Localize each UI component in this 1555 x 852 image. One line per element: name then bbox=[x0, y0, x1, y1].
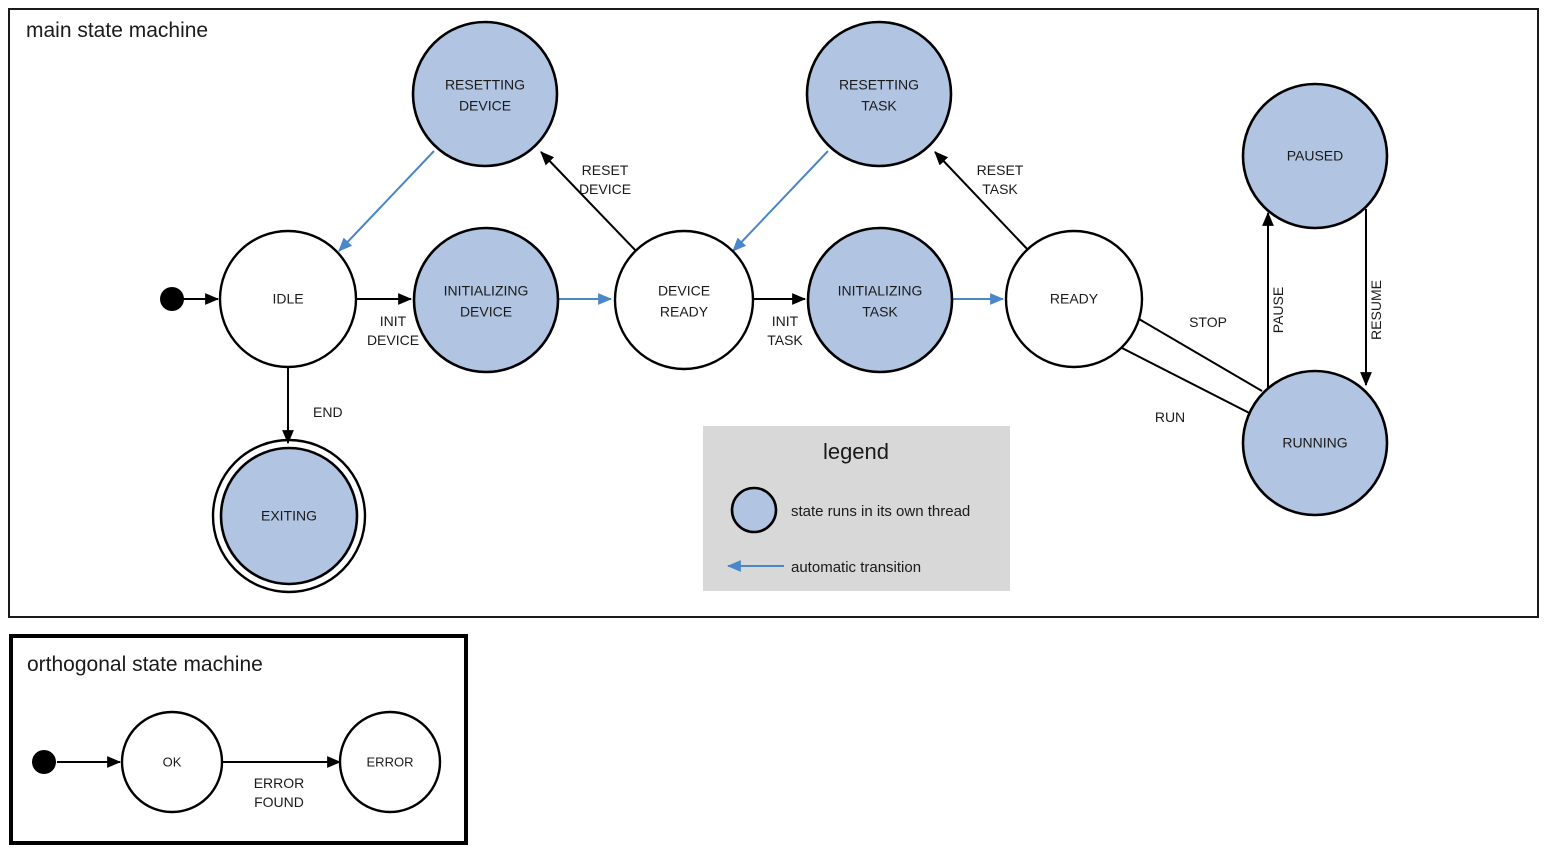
state-label-idle: IDLE bbox=[272, 291, 303, 307]
state-node-device-ready[interactable]: DEVICE READY bbox=[613, 229, 755, 371]
ortho-initial-pseudostate-dot bbox=[32, 750, 56, 774]
legend-auto-label: automatic transition bbox=[791, 559, 921, 576]
edge-idle-to-exiting: END bbox=[282, 368, 343, 445]
state-label-resetting-task-line2: TASK bbox=[861, 98, 897, 114]
edge-label-reset-device-line1: RESET bbox=[582, 162, 629, 178]
state-label-initializing-device-line1: INITIALIZING bbox=[444, 283, 529, 299]
initial-pseudostate-dot bbox=[160, 287, 184, 311]
legend-panel: legend state runs in its own thread auto… bbox=[703, 426, 1010, 591]
edge-device-ready-to-initializing-task: INIT TASK bbox=[753, 293, 807, 348]
edge-label-stop: STOP bbox=[1189, 314, 1227, 330]
state-node-initializing-device[interactable]: INITIALIZING DEVICE bbox=[412, 226, 560, 374]
state-label-error: ERROR bbox=[367, 754, 414, 769]
state-label-ok: OK bbox=[163, 754, 182, 769]
edge-running-to-ready: STOP bbox=[1126, 311, 1263, 392]
state-label-resetting-device-line1: RESETTING bbox=[445, 77, 525, 93]
edge-label-reset-task-line2: TASK bbox=[982, 181, 1018, 197]
state-label-exiting: EXITING bbox=[261, 508, 317, 524]
state-label-initializing-device-line2: DEVICE bbox=[460, 304, 512, 320]
state-node-resetting-task[interactable]: RESETTING TASK bbox=[805, 20, 953, 168]
legend-title: legend bbox=[823, 439, 889, 464]
main-state-machine-title: main state machine bbox=[26, 19, 208, 42]
edge-ready-to-resetting-task: RESET TASK bbox=[934, 151, 1031, 253]
edge-resetting-task-to-device-ready bbox=[732, 150, 829, 252]
state-node-running[interactable]: RUNNING bbox=[1241, 369, 1389, 517]
edge-ortho-ok-to-error: ERROR FOUND bbox=[221, 756, 342, 810]
edge-label-init-task-line2: TASK bbox=[767, 332, 803, 348]
orthogonal-state-machine-title: orthogonal state machine bbox=[27, 653, 263, 676]
state-node-exiting[interactable]: EXITING bbox=[211, 438, 367, 594]
state-node-resetting-device[interactable]: RESETTING DEVICE bbox=[411, 20, 559, 168]
state-node-paused[interactable]: PAUSED bbox=[1241, 82, 1389, 230]
edge-label-resume: RESUME bbox=[1368, 280, 1384, 340]
edge-label-pause: PAUSE bbox=[1270, 287, 1286, 333]
edge-resetting-device-to-idle bbox=[338, 150, 435, 252]
edge-label-run: RUN bbox=[1155, 409, 1185, 425]
state-node-ready[interactable]: READY bbox=[1004, 229, 1144, 369]
state-label-device-ready-line2: READY bbox=[660, 304, 709, 320]
state-label-paused: PAUSED bbox=[1287, 148, 1344, 164]
legend-thread-label: state runs in its own thread bbox=[791, 503, 970, 520]
state-node-error[interactable]: ERROR bbox=[338, 710, 442, 814]
state-label-device-ready-line1: DEVICE bbox=[658, 283, 710, 299]
edge-device-ready-to-resetting-device: RESET DEVICE bbox=[540, 151, 638, 253]
edge-label-error-found-line1: ERROR bbox=[254, 775, 305, 791]
state-label-ready: READY bbox=[1050, 291, 1099, 307]
edge-label-reset-task-line1: RESET bbox=[977, 162, 1024, 178]
edge-label-reset-device-line2: DEVICE bbox=[579, 181, 631, 197]
edge-idle-to-initializing-device: INIT DEVICE bbox=[357, 293, 419, 348]
edge-label-end: END bbox=[313, 404, 343, 420]
edge-label-init-device-line1: INIT bbox=[380, 313, 407, 329]
state-node-idle[interactable]: IDLE bbox=[218, 229, 358, 369]
state-node-ok[interactable]: OK bbox=[120, 710, 224, 814]
edge-label-init-device-line2: DEVICE bbox=[367, 332, 419, 348]
state-label-initializing-task-line1: INITIALIZING bbox=[838, 283, 923, 299]
state-label-initializing-task-line2: TASK bbox=[862, 304, 898, 320]
state-label-running: RUNNING bbox=[1282, 435, 1347, 451]
legend-thread-swatch bbox=[730, 486, 778, 534]
edge-paused-to-running: RESUME bbox=[1360, 209, 1384, 387]
edge-label-init-task-line1: INIT bbox=[772, 313, 799, 329]
edge-label-error-found-line2: FOUND bbox=[254, 794, 304, 810]
state-label-resetting-device-line2: DEVICE bbox=[459, 98, 511, 114]
state-node-initializing-task[interactable]: INITIALIZING TASK bbox=[806, 226, 954, 374]
state-label-resetting-task-line1: RESETTING bbox=[839, 77, 919, 93]
edge-running-to-paused: PAUSE bbox=[1262, 211, 1286, 405]
edge-ready-to-running: RUN bbox=[1121, 347, 1266, 425]
